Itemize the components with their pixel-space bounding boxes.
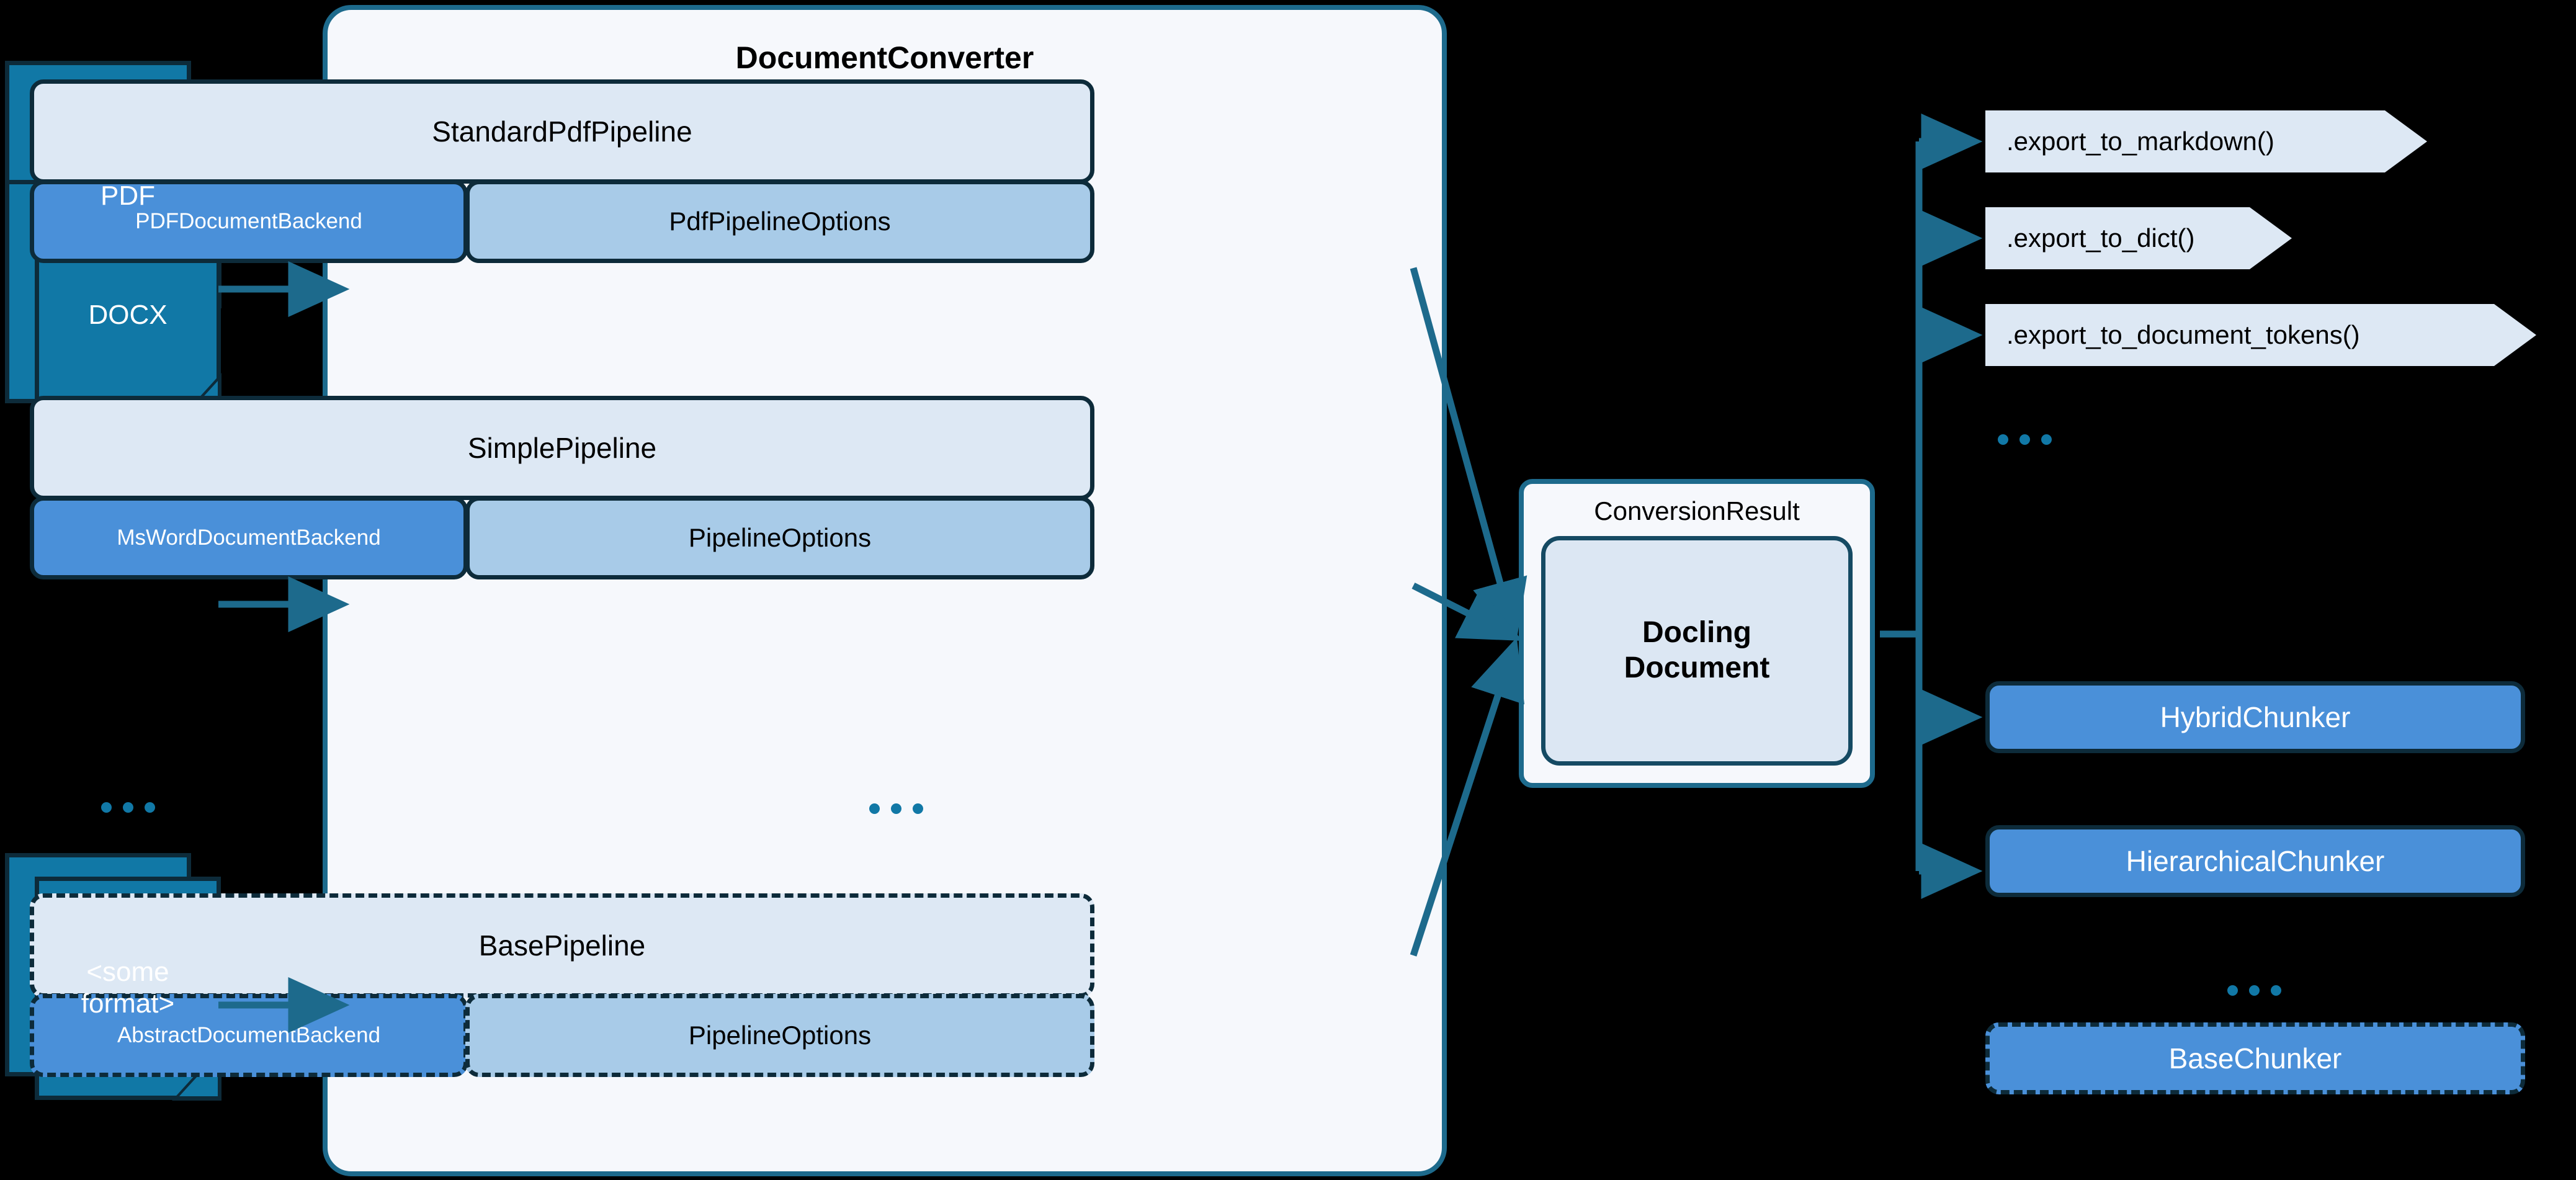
- chunker-hybrid[interactable]: HybridChunker: [1985, 681, 2525, 753]
- chunker-label: BaseChunker: [2168, 1042, 2342, 1075]
- chunker-label: HierarchicalChunker: [2126, 845, 2385, 877]
- export-dict-pennant[interactable]: .export_to_dict(): [1985, 207, 2292, 269]
- export-markdown-pennant[interactable]: .export_to_markdown(): [1985, 110, 2427, 172]
- pipeline-standard-pdf[interactable]: StandardPdfPipeline PDFDocumentBackend P…: [30, 79, 1094, 263]
- docling-document-line1: Docling: [1642, 616, 1751, 650]
- conversion-result-box[interactable]: ConversionResult Docling Document: [1519, 479, 1875, 788]
- chunker-base[interactable]: BaseChunker: [1985, 1022, 2525, 1094]
- pipeline-ellipsis-icon: [869, 803, 923, 814]
- pipeline-name: SimplePipeline: [30, 396, 1094, 500]
- export-ellipsis-icon: [1998, 434, 2052, 445]
- input-ellipsis-icon: [101, 802, 155, 813]
- export-label: .export_to_markdown(): [2006, 127, 2274, 156]
- document-converter-title: DocumentConverter: [735, 40, 1034, 75]
- pipeline-name: BasePipeline: [30, 893, 1094, 998]
- export-document-tokens-pennant[interactable]: .export_to_document_tokens(): [1985, 304, 2536, 366]
- pipeline-options[interactable]: PdfPipelineOptions: [465, 180, 1094, 263]
- pipeline-options[interactable]: PipelineOptions: [465, 496, 1094, 579]
- pipeline-simple[interactable]: SimplePipeline MsWordDocumentBackend Pip…: [30, 396, 1094, 579]
- export-label: .export_to_document_tokens(): [2006, 320, 2360, 349]
- docling-document-line2: Document: [1624, 651, 1770, 684]
- pipeline-backend[interactable]: MsWordDocumentBackend: [30, 496, 468, 579]
- input-document-label: <some format>: [81, 957, 175, 1019]
- pipeline-name: StandardPdfPipeline: [30, 79, 1094, 184]
- docling-document-box[interactable]: Docling Document: [1541, 536, 1853, 766]
- input-document-label: DOCX: [88, 299, 168, 330]
- pipeline-options[interactable]: PipelineOptions: [465, 994, 1094, 1077]
- input-document-label: PDF: [101, 180, 155, 211]
- pipeline-backend[interactable]: PDFDocumentBackend: [30, 180, 468, 263]
- chunker-ellipsis-icon: [2227, 985, 2281, 996]
- chunker-hierarchical[interactable]: HierarchicalChunker: [1985, 825, 2525, 897]
- export-label: .export_to_dict(): [2006, 223, 2195, 253]
- pipeline-base[interactable]: BasePipeline AbstractDocumentBackend Pip…: [30, 893, 1094, 1077]
- conversion-result-title: ConversionResult: [1594, 496, 1800, 525]
- chunker-label: HybridChunker: [2160, 701, 2351, 733]
